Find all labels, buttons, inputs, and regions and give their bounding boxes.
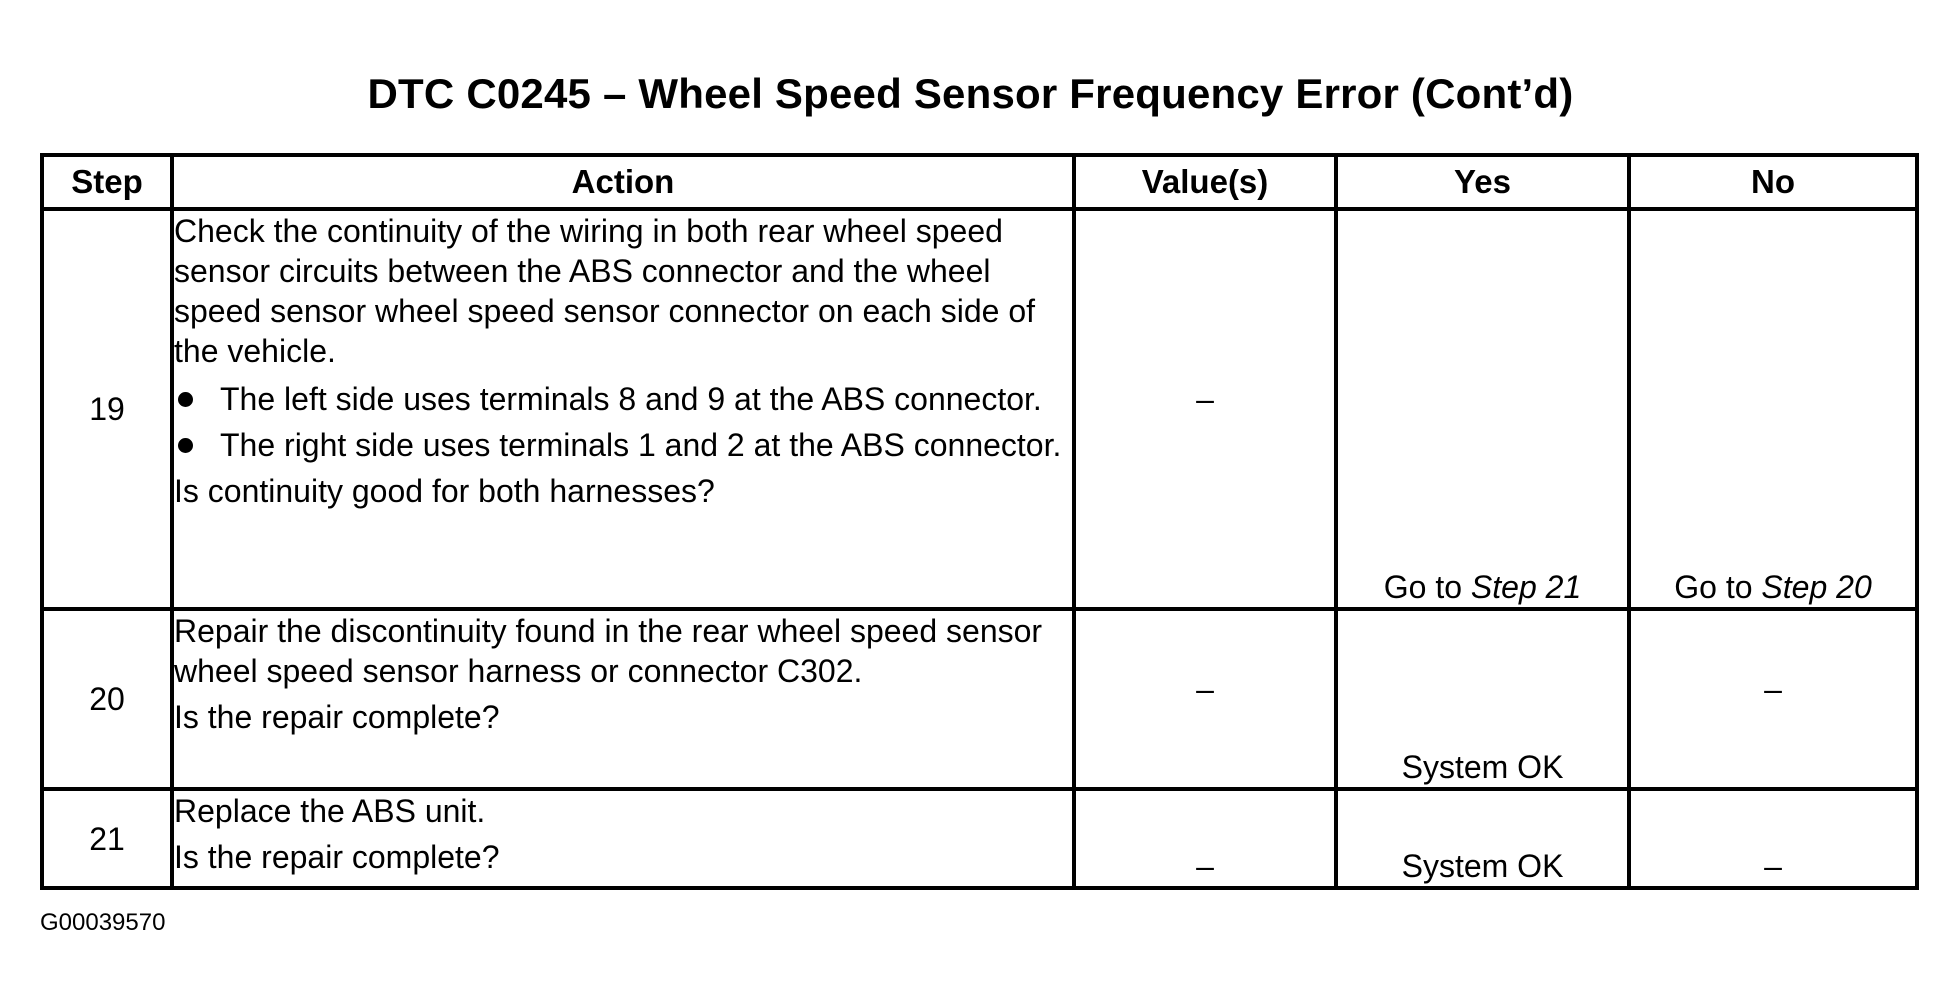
- question-text: Is the repair complete?: [174, 699, 500, 735]
- column-header-action: Action: [170, 153, 1076, 211]
- bullet-icon: [178, 392, 193, 407]
- values-text: –: [1196, 381, 1214, 417]
- bullet-text: The left side uses terminals 8 and 9 at …: [220, 381, 1042, 417]
- page-title: DTC C0245 – Wheel Speed Sensor Frequency…: [367, 70, 1574, 117]
- column-header-step: Step: [40, 153, 174, 211]
- bullet-icon: [178, 438, 193, 453]
- yes-cell: System OK: [1334, 787, 1631, 890]
- values-cell: –: [1072, 207, 1338, 611]
- step-number: 21: [40, 787, 174, 890]
- no-cell: –: [1627, 607, 1919, 791]
- column-header-yes: Yes: [1334, 153, 1631, 211]
- yes-step-reference: Step 21: [1470, 569, 1582, 605]
- values-text: –: [1196, 671, 1214, 707]
- no-text: –: [1764, 848, 1782, 884]
- no-text: –: [1764, 671, 1782, 707]
- table-row: 20 Repair the discontinuity found in the…: [40, 607, 1919, 791]
- no-cell: –: [1627, 787, 1919, 890]
- yes-cell: System OK: [1334, 607, 1631, 791]
- action-cell: Repair the discontinuity found in the re…: [170, 607, 1076, 791]
- yes-prefix: Go to: [1383, 569, 1471, 605]
- no-prefix: Go to: [1674, 569, 1762, 605]
- values-cell: –: [1072, 607, 1338, 791]
- table-header-row: Step Action Value(s) Yes No: [40, 153, 1919, 211]
- list-item: The left side uses terminals 8 and 9 at …: [174, 379, 1072, 419]
- figure-id: G00039570: [40, 909, 166, 936]
- table-row: 19 Check the continuity of the wiring in…: [40, 207, 1919, 611]
- step-number: 19: [40, 207, 174, 611]
- bullet-list: The left side uses terminals 8 and 9 at …: [174, 379, 1072, 465]
- column-header-no: No: [1627, 153, 1919, 211]
- action-text: Check the continuity of the wiring in bo…: [174, 213, 1035, 369]
- list-item: The right side uses terminals 1 and 2 at…: [174, 425, 1072, 465]
- action-text: Repair the discontinuity found in the re…: [174, 613, 1043, 689]
- values-cell: –: [1072, 787, 1338, 890]
- action-cell: Check the continuity of the wiring in bo…: [170, 207, 1076, 611]
- no-step-reference: Step 20: [1761, 569, 1872, 605]
- no-cell: Go to Step 20: [1627, 207, 1919, 611]
- action-cell: Replace the ABS unit. Is the repair comp…: [170, 787, 1076, 890]
- values-text: –: [1196, 848, 1214, 884]
- yes-text: System OK: [1401, 749, 1564, 785]
- question-text: Is continuity good for both harnesses?: [174, 473, 715, 509]
- column-header-values: Value(s): [1072, 153, 1338, 211]
- question-text: Is the repair complete?: [174, 839, 500, 875]
- yes-text: System OK: [1401, 848, 1564, 884]
- diagnostic-table: Step Action Value(s) Yes No 19 Check the…: [40, 153, 1919, 890]
- bullet-text: The right side uses terminals 1 and 2 at…: [220, 427, 1062, 463]
- table-row: 21 Replace the ABS unit. Is the repair c…: [40, 787, 1919, 890]
- action-text: Replace the ABS unit.: [174, 793, 486, 829]
- yes-cell: Go to Step 21: [1334, 207, 1631, 611]
- step-number: 20: [40, 607, 174, 791]
